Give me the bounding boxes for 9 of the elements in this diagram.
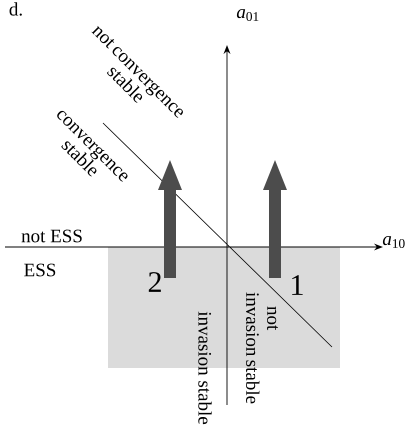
region-number: 2 — [148, 272, 161, 292]
region-label: not ESS — [22, 230, 82, 242]
axis-label: a$_{10}$ — [382, 236, 405, 248]
region-label: not invasion stable — [246, 292, 278, 404]
region-number: 1 — [292, 275, 303, 295]
panel-label: d. — [10, 2, 22, 16]
axis-label: a$_{01}$ — [236, 9, 258, 21]
region-label: ESS — [24, 264, 56, 276]
region-label: invasion stable — [198, 312, 212, 424]
